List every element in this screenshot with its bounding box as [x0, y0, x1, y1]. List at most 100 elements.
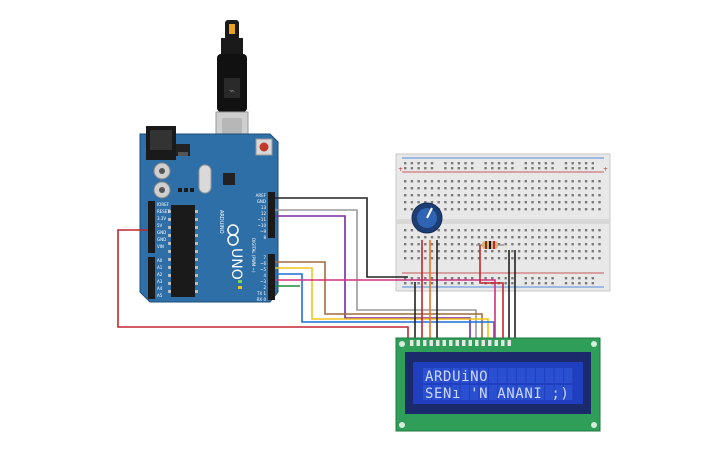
arduino-uno-board[interactable]: ARDUINO UNO IOREF RESET 3.3V 5V GND GND … — [139, 126, 279, 303]
breadboard-hole[interactable] — [504, 250, 507, 253]
breadboard-hole[interactable] — [424, 187, 427, 190]
breadboard-hole[interactable] — [524, 229, 527, 232]
breadboard-hole[interactable] — [571, 282, 574, 285]
breadboard-hole[interactable] — [457, 167, 460, 170]
breadboard-hole[interactable] — [450, 208, 454, 211]
breadboard-hole[interactable] — [457, 201, 460, 204]
digital-header-bottom[interactable] — [268, 254, 275, 300]
breadboard-hole[interactable] — [471, 236, 474, 239]
lcd-pin[interactable] — [436, 340, 440, 346]
breadboard-hole[interactable] — [524, 162, 527, 165]
breadboard-hole[interactable] — [591, 277, 594, 280]
breadboard-hole[interactable] — [578, 277, 581, 280]
breadboard-hole[interactable] — [517, 201, 521, 204]
breadboard-hole[interactable] — [531, 187, 534, 190]
lcd-pin[interactable] — [416, 340, 421, 346]
wires[interactable] — [117, 197, 516, 340]
breadboard-hole[interactable] — [404, 257, 407, 260]
breadboard-hole[interactable] — [564, 167, 568, 170]
breadboard-hole[interactable] — [564, 194, 568, 197]
breadboard-hole[interactable] — [511, 162, 514, 165]
breadboard-hole[interactable] — [544, 187, 548, 190]
breadboard-hole[interactable] — [551, 162, 554, 165]
breadboard-hole[interactable] — [410, 167, 414, 170]
lcd-pin[interactable] — [488, 340, 492, 346]
breadboard-hole[interactable] — [464, 201, 467, 204]
breadboard-hole[interactable] — [457, 194, 460, 197]
breadboard-hole[interactable] — [484, 250, 487, 253]
breadboard-hole[interactable] — [564, 236, 568, 239]
breadboard-hole[interactable] — [578, 236, 581, 239]
breadboard-hole[interactable] — [558, 257, 561, 260]
breadboard-hole[interactable] — [484, 162, 487, 165]
breadboard-hole[interactable] — [544, 236, 548, 239]
breadboard-hole[interactable] — [464, 243, 467, 246]
breadboard-hole[interactable] — [464, 167, 467, 170]
breadboard-hole[interactable] — [584, 201, 588, 204]
breadboard-hole[interactable] — [598, 208, 601, 211]
breadboard-hole[interactable] — [497, 236, 501, 239]
breadboard-hole[interactable] — [578, 201, 581, 204]
breadboard-hole[interactable] — [471, 229, 474, 232]
breadboard-hole[interactable] — [477, 180, 481, 183]
breadboard-hole[interactable] — [504, 282, 507, 285]
breadboard-hole[interactable] — [524, 250, 527, 253]
breadboard-hole[interactable] — [430, 243, 434, 246]
breadboard-hole[interactable] — [584, 277, 588, 280]
breadboard-hole[interactable] — [430, 167, 434, 170]
breadboard-hole[interactable] — [497, 277, 501, 280]
breadboard-hole[interactable] — [437, 187, 440, 190]
breadboard[interactable]: + + — [395, 153, 611, 292]
lcd-pin[interactable] — [481, 340, 486, 346]
breadboard-hole[interactable] — [571, 250, 574, 253]
breadboard-hole[interactable] — [511, 167, 514, 170]
breadboard-hole[interactable] — [571, 187, 574, 190]
breadboard-hole[interactable] — [404, 167, 407, 170]
breadboard-hole[interactable] — [457, 180, 460, 183]
lcd-module[interactable]: ARDUiNO SENı 'N ANANI ;) — [395, 337, 601, 432]
breadboard-hole[interactable] — [571, 201, 574, 204]
breadboard-hole[interactable] — [524, 167, 527, 170]
breadboard-hole[interactable] — [551, 194, 554, 197]
breadboard-hole[interactable] — [578, 162, 581, 165]
breadboard-hole[interactable] — [484, 167, 487, 170]
breadboard-hole[interactable] — [417, 167, 420, 170]
breadboard-hole[interactable] — [410, 277, 414, 280]
breadboard-hole[interactable] — [444, 229, 447, 232]
breadboard-hole[interactable] — [444, 162, 447, 165]
breadboard-hole[interactable] — [430, 257, 434, 260]
breadboard-hole[interactable] — [564, 243, 568, 246]
breadboard-hole[interactable] — [544, 194, 548, 197]
breadboard-hole[interactable] — [430, 282, 434, 285]
breadboard-hole[interactable] — [591, 162, 594, 165]
lcd-pin[interactable] — [423, 340, 427, 346]
breadboard-hole[interactable] — [558, 201, 561, 204]
breadboard-hole[interactable] — [584, 229, 588, 232]
breadboard-hole[interactable] — [578, 194, 581, 197]
breadboard-hole[interactable] — [524, 257, 527, 260]
breadboard-hole[interactable] — [571, 194, 574, 197]
breadboard-hole[interactable] — [584, 187, 588, 190]
breadboard-hole[interactable] — [504, 180, 507, 183]
breadboard-hole[interactable] — [511, 250, 514, 253]
breadboard-hole[interactable] — [591, 257, 594, 260]
breadboard-hole[interactable] — [477, 194, 481, 197]
breadboard-hole[interactable] — [484, 187, 487, 190]
breadboard-hole[interactable] — [457, 243, 460, 246]
breadboard-hole[interactable] — [491, 162, 494, 165]
breadboard-hole[interactable] — [417, 194, 420, 197]
breadboard-hole[interactable] — [584, 194, 588, 197]
breadboard-hole[interactable] — [450, 187, 454, 190]
breadboard-hole[interactable] — [571, 229, 574, 232]
breadboard-hole[interactable] — [457, 162, 460, 165]
breadboard-hole[interactable] — [457, 229, 460, 232]
breadboard-hole[interactable] — [444, 257, 447, 260]
breadboard-hole[interactable] — [410, 243, 414, 246]
breadboard-hole[interactable] — [531, 194, 534, 197]
breadboard-hole[interactable] — [517, 257, 521, 260]
breadboard-hole[interactable] — [491, 187, 494, 190]
breadboard-hole[interactable] — [511, 229, 514, 232]
breadboard-hole[interactable] — [544, 162, 548, 165]
breadboard-hole[interactable] — [450, 167, 454, 170]
breadboard-hole[interactable] — [410, 250, 414, 253]
